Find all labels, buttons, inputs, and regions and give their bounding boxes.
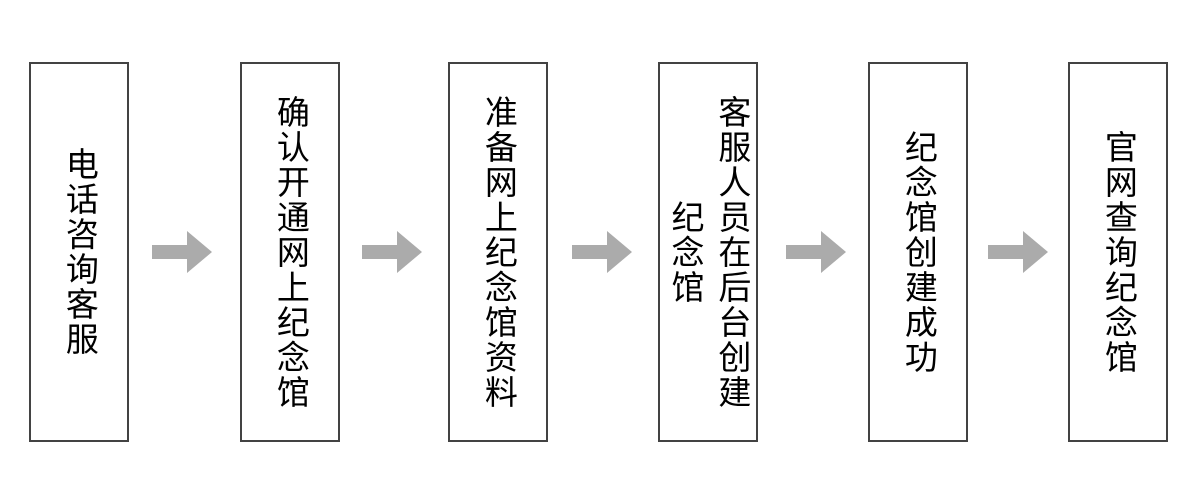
flow-arrow-5: [988, 231, 1048, 273]
arrow-right-icon: [988, 231, 1048, 273]
flow-node-6[interactable]: 官网查询纪念馆: [1068, 62, 1168, 442]
flow-node-6-label: 官网查询纪念馆: [1099, 129, 1139, 375]
flow-node-4-label: 客服人员在后台创建纪念馆: [666, 94, 752, 410]
flow-arrow-4: [786, 231, 846, 273]
flow-node-1[interactable]: 电话咨询客服: [29, 62, 129, 442]
flow-node-3[interactable]: 准备网上纪念馆资料: [448, 62, 548, 442]
flow-node-1-label: 电话咨询客服: [60, 147, 100, 357]
flow-arrow-2: [362, 231, 422, 273]
arrow-right-icon: [572, 231, 632, 273]
flow-node-2-label: 确认开通网上纪念馆: [271, 94, 311, 410]
flow-node-2[interactable]: 确认开通网上纪念馆: [240, 62, 340, 442]
arrow-right-icon: [362, 231, 422, 273]
flow-node-5[interactable]: 纪念馆创建成功: [868, 62, 968, 442]
arrow-right-icon: [786, 231, 846, 273]
flow-node-4[interactable]: 客服人员在后台创建纪念馆: [658, 62, 758, 442]
flow-node-5-label: 纪念馆创建成功: [899, 129, 939, 375]
flow-arrow-1: [152, 231, 212, 273]
flow-arrow-3: [572, 231, 632, 273]
flow-node-3-label: 准备网上纪念馆资料: [479, 94, 519, 410]
arrow-right-icon: [152, 231, 212, 273]
